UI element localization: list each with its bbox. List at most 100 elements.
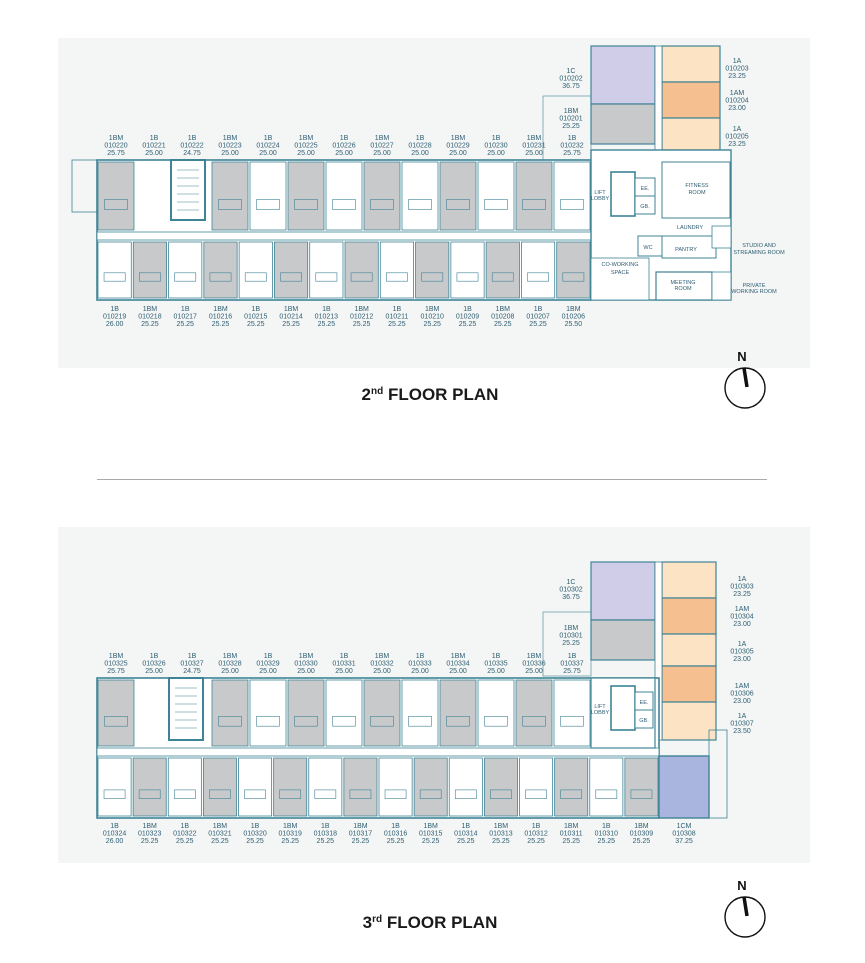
unit-010314-area: 25.25 bbox=[457, 838, 475, 845]
unit-010331-area: 25.00 bbox=[335, 668, 353, 675]
unit-010328-id: 010328 bbox=[218, 661, 241, 668]
ee-label: EE. bbox=[641, 186, 650, 192]
unit-010205-area: 23.25 bbox=[728, 141, 746, 148]
unit-010216-room bbox=[203, 241, 238, 299]
compass-needle-icon bbox=[742, 367, 749, 388]
unit-010316-room bbox=[378, 757, 413, 817]
unit-010230-type: 1B bbox=[492, 135, 501, 142]
main-corridor bbox=[96, 747, 660, 757]
unit-010319-room bbox=[273, 757, 308, 817]
unit-010223-area: 25.00 bbox=[221, 150, 239, 157]
unit-010329-bath bbox=[256, 716, 280, 727]
unit-010226-room bbox=[325, 161, 363, 231]
unit-010312-area: 25.25 bbox=[527, 838, 545, 845]
unit-010320-id: 010320 bbox=[243, 831, 266, 838]
unit-010334-type: 1BM bbox=[451, 653, 466, 660]
unit-010307-room bbox=[661, 701, 717, 741]
unit-010210-area: 25.25 bbox=[423, 321, 441, 328]
north-compass: N bbox=[724, 349, 766, 409]
lift-lobby-label-2: LOBBY bbox=[591, 196, 610, 202]
unit-010314-id: 010314 bbox=[454, 831, 477, 838]
unit-010203-type: 1A bbox=[733, 58, 742, 65]
unit-010214-type: 1BM bbox=[284, 306, 299, 313]
unit-010229-type: 1BM bbox=[451, 135, 466, 142]
gb-room bbox=[634, 195, 656, 215]
unit-010337-bath bbox=[560, 716, 584, 727]
unit-010309-room bbox=[624, 757, 659, 817]
unit-010313-room bbox=[483, 757, 518, 817]
unit-010222-type: 1B bbox=[188, 135, 197, 142]
east-terrace bbox=[708, 729, 728, 819]
unit-010307-type: 1A bbox=[738, 713, 747, 720]
unit-010315-id: 010315 bbox=[419, 831, 442, 838]
coworking-label-2: SPACE bbox=[611, 270, 630, 276]
main-corridor bbox=[96, 231, 592, 241]
unit-010225-area: 25.00 bbox=[297, 150, 315, 157]
unit-010303-area: 23.25 bbox=[733, 591, 751, 598]
north-compass: N bbox=[724, 878, 766, 938]
unit-010231-room bbox=[515, 161, 553, 231]
unit-010333-type: 1B bbox=[416, 653, 425, 660]
unit-010305-type: 1A bbox=[738, 641, 747, 648]
unit-010209-type: 1B bbox=[463, 306, 472, 313]
unit-010328-room bbox=[211, 679, 249, 747]
unit-010213-id: 010213 bbox=[315, 314, 338, 321]
unit-010218-bath bbox=[139, 272, 161, 282]
ee-label: EE. bbox=[640, 700, 649, 706]
unit-010205-id: 010205 bbox=[725, 134, 748, 141]
unit-010201-area: 25.25 bbox=[562, 123, 580, 130]
amenity-block bbox=[590, 149, 732, 301]
unit-010303-room bbox=[661, 561, 717, 599]
unit-010305-id: 010305 bbox=[730, 649, 753, 656]
unit-010316-id: 010316 bbox=[384, 831, 407, 838]
unit-010214-id: 010214 bbox=[279, 314, 302, 321]
unit-010335-area: 25.00 bbox=[487, 668, 505, 675]
unit-010313-type: 1BM bbox=[494, 823, 509, 830]
unit-010311-type: 1BM bbox=[564, 823, 579, 830]
unit-010227-area: 25.00 bbox=[373, 150, 391, 157]
unit-010212-id: 010212 bbox=[350, 314, 373, 321]
unit-010325-room bbox=[97, 679, 135, 747]
unit-010328-area: 25.00 bbox=[221, 668, 239, 675]
unit-010318-area: 25.25 bbox=[317, 838, 335, 845]
unit-010301-type: 1BM bbox=[564, 625, 579, 632]
wing-right-labels: 1A01030323.251AM01030423.001A01030523.00… bbox=[730, 576, 753, 735]
unit-010227-room bbox=[363, 161, 401, 231]
unit-010325-id: 010325 bbox=[104, 661, 127, 668]
unit-010317-type: 1BM bbox=[353, 823, 368, 830]
unit-010328-type: 1BM bbox=[223, 653, 238, 660]
unit-010215-id: 010215 bbox=[244, 314, 267, 321]
unit-010229-room bbox=[439, 161, 477, 231]
unit-010221-id: 010221 bbox=[142, 143, 165, 150]
unit-010213-bath bbox=[315, 272, 338, 282]
unit-010324-type: 1B bbox=[110, 823, 119, 830]
unit-010315-type: 1BM bbox=[423, 823, 438, 830]
private-label-2: WORKING ROOM bbox=[731, 289, 777, 295]
unit-010232-room bbox=[553, 161, 591, 231]
unit-010334-room bbox=[439, 679, 477, 747]
unit-010217-room bbox=[168, 241, 203, 299]
unit-010201-type: 1BM bbox=[564, 108, 579, 115]
unit-010209-id: 010209 bbox=[456, 314, 479, 321]
unit-010330-bath bbox=[294, 716, 318, 727]
private-label-1: PRIVATE bbox=[743, 283, 766, 289]
unit-010323-bath bbox=[138, 789, 161, 799]
unit-010326-id: 010326 bbox=[142, 661, 165, 668]
unit-010313-area: 25.25 bbox=[492, 838, 510, 845]
unit-010208-type: 1BM bbox=[496, 306, 511, 313]
unit-010335-room bbox=[477, 679, 515, 747]
unit-010313-id: 010313 bbox=[489, 831, 512, 838]
unit-010336-room bbox=[515, 679, 553, 747]
unit-010318-id: 010318 bbox=[314, 831, 337, 838]
unit-010311-room bbox=[554, 757, 589, 817]
unit-010213-room bbox=[309, 241, 344, 299]
unit-010212-type: 1BM bbox=[354, 306, 369, 313]
unit-010224-room bbox=[249, 161, 287, 231]
unit-010206-type: 1BM bbox=[566, 306, 581, 313]
unit-010206-id: 010206 bbox=[562, 314, 585, 321]
unit-010312-room bbox=[519, 757, 554, 817]
unit-010322-id: 010322 bbox=[173, 831, 196, 838]
top-unit-labels: 1BM01022025.751B01022125.001B01022224.75… bbox=[104, 135, 583, 157]
unit-010324-area: 26.00 bbox=[106, 838, 124, 845]
unit-010330-room bbox=[287, 679, 325, 747]
